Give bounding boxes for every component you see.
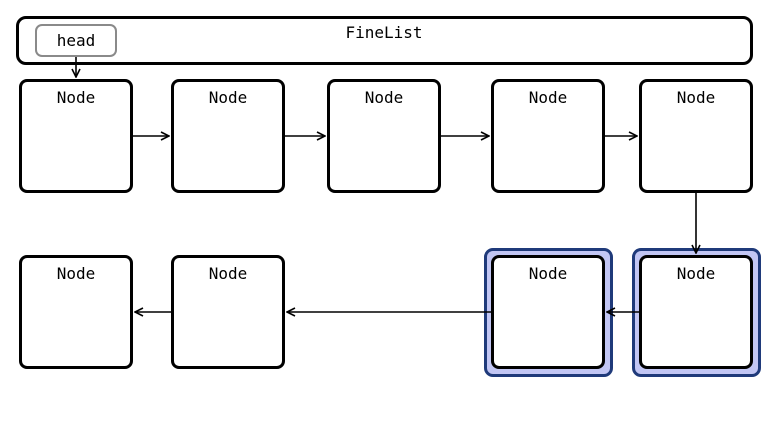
finelist-title: FineList	[345, 23, 423, 42]
finelist-container	[16, 16, 753, 65]
list-node-6: Node	[639, 255, 753, 369]
list-node-9: Node	[19, 255, 133, 369]
node-label: Node	[676, 88, 716, 107]
node-label: Node	[208, 264, 248, 283]
node-label: Node	[56, 88, 96, 107]
node-label: Node	[528, 88, 568, 107]
node-label: Node	[208, 88, 248, 107]
node-label: Node	[364, 88, 404, 107]
list-node-5: Node	[639, 79, 753, 193]
node-label: Node	[676, 264, 716, 283]
list-node-3: Node	[327, 79, 441, 193]
head-pointer: head	[35, 24, 117, 57]
list-node-8: Node	[171, 255, 285, 369]
list-node-4: Node	[491, 79, 605, 193]
list-node-7: Node	[491, 255, 605, 369]
node-label: Node	[56, 264, 96, 283]
node-label: Node	[528, 264, 568, 283]
list-node-1: Node	[19, 79, 133, 193]
list-node-2: Node	[171, 79, 285, 193]
